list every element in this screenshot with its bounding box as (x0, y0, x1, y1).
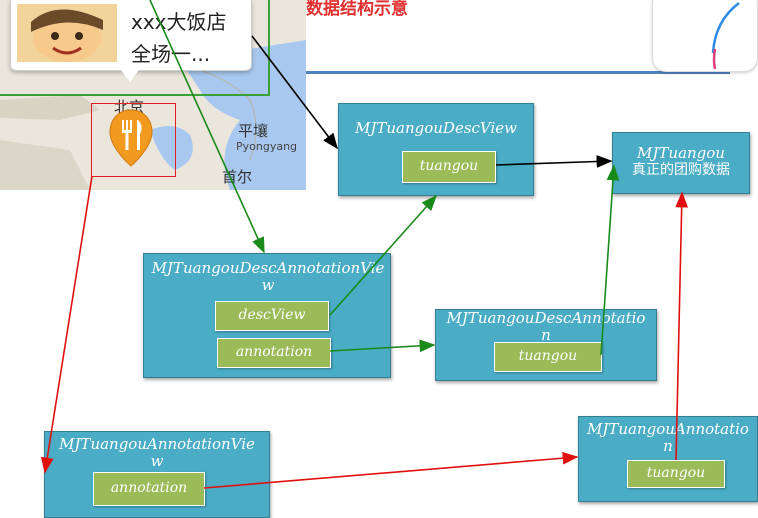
annotation-callout[interactable]: xxx大饭店 全场一... (10, 0, 252, 71)
box-desc-annotation-view-title: MJTuangouDescAnnotationView (151, 259, 385, 294)
box-desc-view: MJTuangouDescView tuangou (338, 103, 534, 196)
box-annotation-view-title: MJTuangouAnnotationView (59, 435, 255, 470)
map-label-seoul: 首尔 (222, 168, 253, 186)
avatar (17, 4, 117, 62)
map-label-pyongyang-cn: 平壤 (238, 122, 269, 140)
box-annotation-view: MJTuangouAnnotationView annotation (44, 431, 270, 518)
annotation-tuangou-field: tuangou (627, 460, 725, 488)
arrow-pin-to-annotation-view (40, 175, 93, 474)
arrow-annotation-view-to-annotation (203, 451, 579, 489)
desc-view-tuangou-field: tuangou (402, 151, 496, 183)
header-title-fragment: 数据结构示意 (306, 0, 408, 19)
box-desc-view-title: MJTuangouDescView (354, 119, 518, 137)
arrow-desc-annotation-to-tuangou (600, 164, 620, 356)
corner-app-card (652, 0, 758, 72)
callout-pointer (121, 70, 139, 82)
arrow-descview-to-tuangou (495, 155, 613, 168)
arrow-annotation-to-tuangou (675, 191, 689, 461)
annotation-view-annotation-field: annotation (93, 472, 205, 506)
arrow-callout-to-descview (251, 35, 338, 150)
box-desc-annotation-view: MJTuangouDescAnnotationView descView ann… (143, 253, 391, 378)
arrow-map-to-desc-annotation-view (149, 0, 265, 254)
box-tuangou-model: MJTuangou 真正的团购数据 (612, 132, 750, 194)
desc-annotation-view-annotation-field: annotation (217, 338, 331, 368)
restaurant-pin-icon[interactable] (108, 108, 154, 168)
desc-annotation-tuangou-field: tuangou (494, 342, 602, 372)
box-tuangou-subtitle: 真正的团购数据 (632, 162, 730, 178)
map-view[interactable]: 北京 平壤 Pyongyang 首尔 xxx大饭店 全场一... (0, 0, 306, 190)
pin-highlight-frame (91, 103, 176, 177)
progress-arc-icon (711, 2, 740, 70)
header-underline (306, 71, 730, 74)
callout-title: xxx大饭店 (131, 10, 227, 34)
arrow-descview-field-to-descview (329, 194, 438, 316)
box-annotation-title: MJTuangouAnnotation (587, 420, 749, 455)
box-tuangou-title: MJTuangou (637, 144, 725, 162)
arrow-annotation-to-desc-annotation (329, 339, 436, 353)
desc-annotation-view-descview-field: descView (215, 301, 329, 331)
box-desc-annotation-title: MJTuangouDescAnnotation (446, 309, 646, 344)
map-label-pyongyang: Pyongyang (236, 140, 298, 153)
box-desc-annotation: MJTuangouDescAnnotation tuangou (435, 309, 657, 381)
box-annotation: MJTuangouAnnotation tuangou (578, 416, 758, 502)
